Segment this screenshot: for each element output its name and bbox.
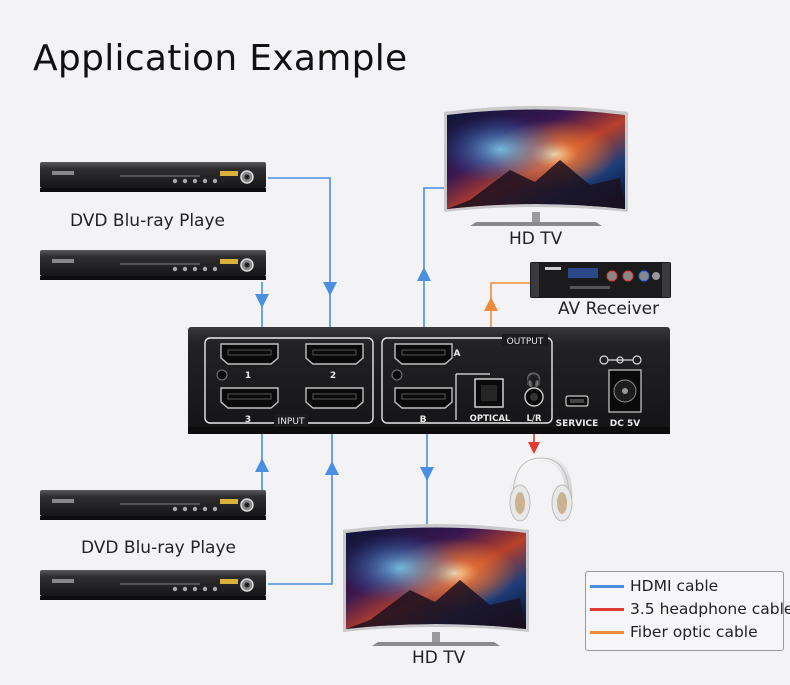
- lr-label: L/R: [526, 414, 542, 424]
- hdmi-ports: [220, 343, 453, 409]
- top-players-label: DVD Blu-ray Playe: [70, 211, 225, 231]
- legend: HDMI cable 3.5 headphone cable Fiber opt…: [585, 571, 790, 651]
- headphones-icon: [509, 454, 573, 522]
- dvd-player-2: [40, 250, 266, 280]
- optical-port: [474, 378, 504, 408]
- hdmi-cable-out-a: [423, 187, 444, 338]
- hdmi-port-a: [394, 343, 453, 365]
- legend-swatch: [590, 630, 624, 634]
- output-label: OUTPUT: [507, 337, 544, 347]
- arrow-up-icon: [484, 297, 498, 311]
- arrow-up-icon: [417, 267, 431, 281]
- dvd-player-1: [40, 162, 266, 192]
- port-1-label: 1: [245, 371, 251, 381]
- receiver-label: AV Receiver: [558, 299, 660, 319]
- hdmi-switch-box: [188, 327, 670, 434]
- page-title: Application Example: [33, 38, 408, 79]
- hdmi-port-4: [305, 387, 364, 409]
- service-label: SERVICE: [556, 419, 599, 429]
- port-b-label: B: [420, 415, 427, 425]
- hdmi-cable-player4: [268, 428, 333, 585]
- legend-item-headphone: 3.5 headphone cable: [590, 599, 790, 619]
- headphone-icon: 🎧: [526, 372, 542, 388]
- port-2-label: 2: [330, 371, 336, 381]
- output-button: [391, 369, 403, 381]
- hd-tv-top: [444, 106, 628, 226]
- legend-item-hdmi: HDMI cable: [590, 576, 718, 596]
- hdmi-port-b: [394, 387, 453, 409]
- hdmi-cable-player1: [268, 177, 331, 338]
- arrow-down-icon: [255, 294, 269, 308]
- tv-top-label: HD TV: [509, 229, 563, 249]
- av-receiver: [530, 262, 671, 298]
- optical-label: OPTICAL: [470, 414, 511, 424]
- arrow-down-icon: [323, 282, 337, 296]
- input-label: INPUT: [278, 417, 305, 427]
- input-button: [216, 369, 228, 381]
- arrow-up-icon: [255, 458, 269, 472]
- dc-label: DC 5V: [610, 419, 640, 429]
- service-port: [565, 395, 589, 407]
- hd-tv-bottom: [343, 524, 529, 646]
- arrow-down-icon: [528, 442, 540, 454]
- port-3-label: 3: [245, 415, 251, 425]
- tv-bottom-label: HD TV: [412, 648, 466, 668]
- arrow-down-icon: [420, 467, 434, 481]
- hdmi-port-1: [220, 343, 279, 365]
- arrow-up-icon: [325, 461, 339, 475]
- dc-power-port: [599, 355, 642, 413]
- dvd-player-3: [40, 490, 266, 520]
- output-frame: [381, 337, 553, 424]
- legend-label: HDMI cable: [630, 577, 719, 595]
- dvd-player-4: [40, 570, 266, 600]
- hdmi-arrowheads: [255, 267, 434, 481]
- legend-label: 3.5 headphone cable: [630, 600, 790, 618]
- port-a-label: A: [454, 349, 461, 359]
- legend-swatch: [590, 607, 624, 611]
- hdmi-port-3: [220, 387, 279, 409]
- legend-label: Fiber optic cable: [630, 623, 758, 641]
- legend-item-fiber: Fiber optic cable: [590, 622, 758, 642]
- bottom-players-label: DVD Blu-ray Playe: [81, 538, 236, 558]
- legend-swatch: [590, 584, 624, 588]
- headphone-jack: 🎧: [524, 372, 544, 407]
- hdmi-port-2: [305, 343, 364, 365]
